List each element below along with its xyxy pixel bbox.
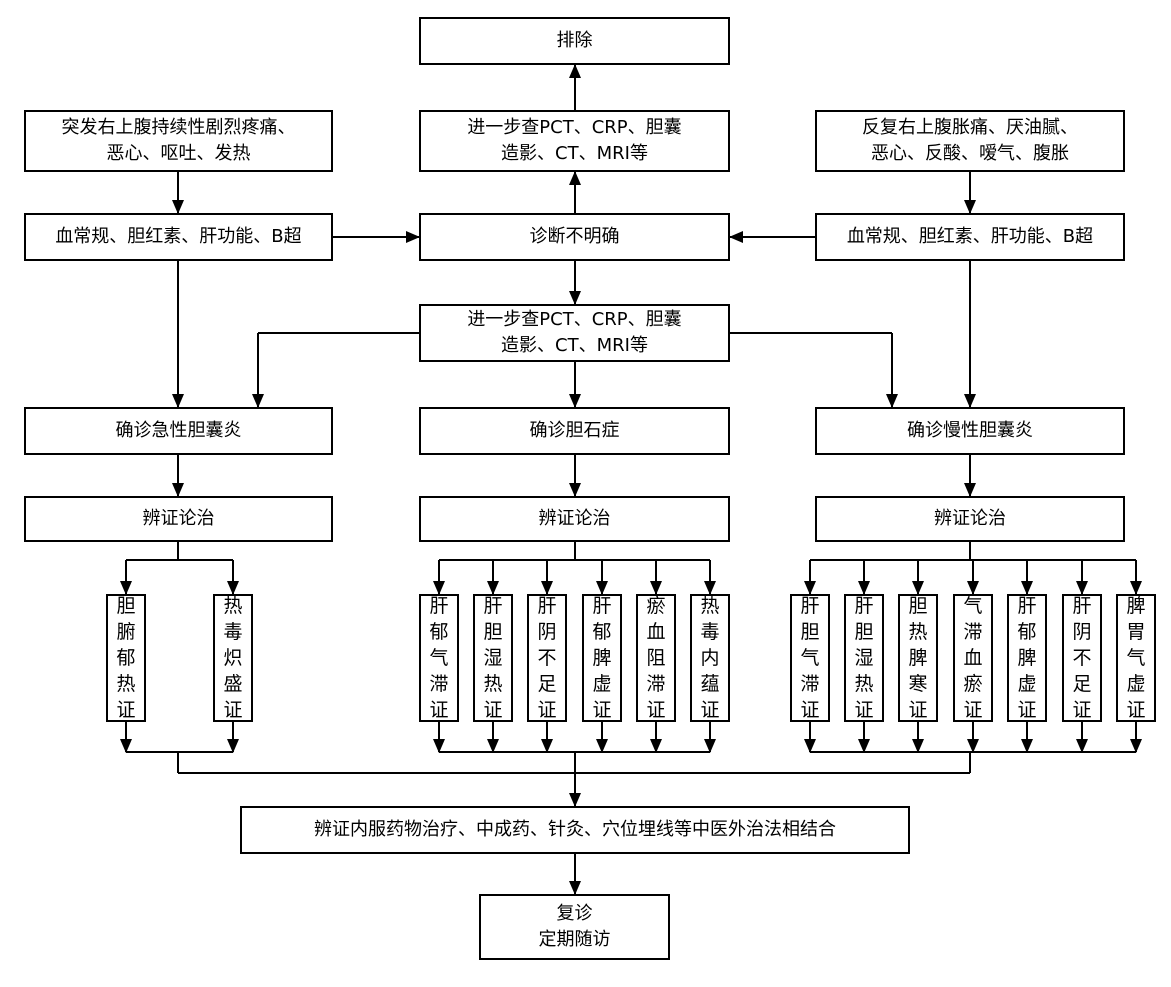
- further-tests-top-box: 进一步查PCT、CRP、胆囊 造影、CT、MRI等: [419, 110, 730, 172]
- chronic-pattern-label: 肝阴不足证: [1072, 595, 1092, 721]
- stone-pattern-box: 瘀血阻滞证: [636, 594, 676, 722]
- exam-left-box: 血常规、胆红素、肝功能、B超: [24, 213, 333, 261]
- dx-chronic-label: 确诊慢性胆囊炎: [907, 420, 1033, 441]
- chronic-pattern-box: 气滞血瘀证: [953, 594, 993, 722]
- stone-pattern-label: 肝阴不足证: [537, 595, 557, 721]
- chronic-pattern-box: 肝阴不足证: [1062, 594, 1102, 722]
- exam-left-label: 血常规、胆红素、肝功能、B超: [55, 226, 302, 247]
- dx-acute-label: 确诊急性胆囊炎: [115, 420, 242, 441]
- stone-pattern-box: 热毒内蕴证: [690, 594, 730, 722]
- further-tests-top-label: 进一步查PCT、CRP、胆囊 造影、CT、MRI等: [467, 117, 682, 164]
- acute-symptoms-label: 突发右上腹持续性剧烈疼痛、 恶心、呕吐、发热: [61, 117, 296, 164]
- dx-chronic-box: 确诊慢性胆囊炎: [815, 407, 1125, 455]
- stone-pattern-label: 热毒内蕴证: [700, 595, 720, 721]
- chronic-pattern-label: 肝胆湿热证: [854, 595, 874, 721]
- syndrome-diff-right-label: 辨证论治: [934, 508, 1006, 529]
- exam-right-box: 血常规、胆红素、肝功能、B超: [815, 213, 1125, 261]
- stone-pattern-box: 肝阴不足证: [527, 594, 567, 722]
- syndrome-diff-left-box: 辨证论治: [24, 496, 333, 542]
- exclude-box: 排除: [419, 17, 730, 65]
- chronic-pattern-box: 肝郁脾虚证: [1007, 594, 1047, 722]
- chronic-pattern-label: 脾胃气虚证: [1126, 595, 1146, 721]
- acute-pattern-box: 胆腑郁热证: [106, 594, 146, 722]
- dx-stones-box: 确诊胆石症: [419, 407, 730, 455]
- chronic-pattern-label: 气滞血瘀证: [963, 595, 983, 721]
- unclear-diagnosis-label: 诊断不明确: [529, 226, 620, 247]
- treatment-label: 辨证内服药物治疗、中成药、针灸、穴位埋线等中医外治法相结合: [314, 819, 836, 840]
- stone-pattern-label: 肝郁气滞证: [429, 595, 449, 721]
- syndrome-diff-right-box: 辨证论治: [815, 496, 1125, 542]
- acute-pattern-box: 热毒炽盛证: [213, 594, 253, 722]
- chronic-pattern-box: 胆热脾寒证: [898, 594, 938, 722]
- chronic-pattern-label: 胆热脾寒证: [908, 595, 928, 721]
- chronic-pattern-box: 肝胆湿热证: [844, 594, 884, 722]
- further-tests-mid-box: 进一步查PCT、CRP、胆囊 造影、CT、MRI等: [419, 304, 730, 362]
- stone-pattern-label: 瘀血阻滞证: [646, 595, 666, 721]
- syndrome-diff-mid-label: 辨证论治: [538, 508, 611, 529]
- stone-pattern-box: 肝郁气滞证: [419, 594, 459, 722]
- syndrome-diff-mid-box: 辨证论治: [419, 496, 730, 542]
- treatment-box: 辨证内服药物治疗、中成药、针灸、穴位埋线等中医外治法相结合: [240, 806, 910, 854]
- acute-pattern-label: 热毒炽盛证: [223, 595, 243, 721]
- follow-up-label: 复诊 定期随访: [538, 903, 611, 950]
- stone-pattern-label: 肝胆湿热证: [483, 595, 503, 721]
- dx-acute-box: 确诊急性胆囊炎: [24, 407, 333, 455]
- stone-pattern-box: 肝郁脾虚证: [582, 594, 622, 722]
- chronic-pattern-box: 肝胆气滞证: [790, 594, 830, 722]
- unclear-diagnosis-box: 诊断不明确: [419, 213, 730, 261]
- follow-up-box: 复诊 定期随访: [479, 894, 670, 960]
- acute-pattern-label: 胆腑郁热证: [116, 595, 136, 721]
- chronic-symptoms-label: 反复右上腹胀痛、厌油腻、 恶心、反酸、嗳气、腹胀: [862, 117, 1078, 164]
- chronic-pattern-box: 脾胃气虚证: [1116, 594, 1156, 722]
- exclude-label: 排除: [556, 30, 593, 51]
- dx-stones-label: 确诊胆石症: [529, 420, 620, 441]
- stone-pattern-label: 肝郁脾虚证: [592, 595, 612, 721]
- acute-symptoms-box: 突发右上腹持续性剧烈疼痛、 恶心、呕吐、发热: [24, 110, 333, 172]
- chronic-pattern-label: 肝郁脾虚证: [1017, 595, 1037, 721]
- chronic-pattern-label: 肝胆气滞证: [800, 595, 820, 721]
- chronic-symptoms-box: 反复右上腹胀痛、厌油腻、 恶心、反酸、嗳气、腹胀: [815, 110, 1125, 172]
- further-tests-mid-label: 进一步查PCT、CRP、胆囊 造影、CT、MRI等: [467, 309, 682, 356]
- syndrome-diff-left-label: 辨证论治: [142, 508, 215, 529]
- exam-right-label: 血常规、胆红素、肝功能、B超: [846, 226, 1094, 247]
- stone-pattern-box: 肝胆湿热证: [473, 594, 513, 722]
